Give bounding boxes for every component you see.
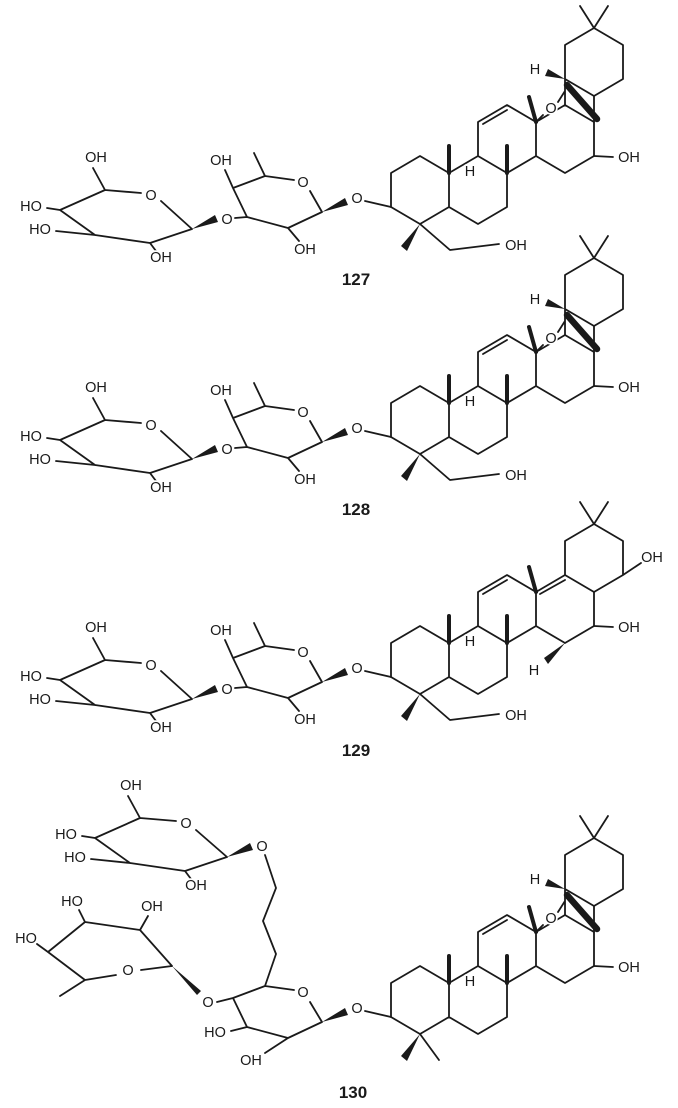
ring-oxygen-label: O xyxy=(122,963,133,979)
compound-127-sugars xyxy=(18,148,393,268)
compound-127-ring-e xyxy=(530,6,640,166)
atom-label-ho: HO xyxy=(64,850,86,866)
glycosidic-oxygen-label: O xyxy=(256,839,267,855)
compound-129-ring-e xyxy=(527,500,665,681)
compound-130-trisaccharide: OH HO HO OH O O OH HO HO O O O HO OH O xyxy=(13,776,392,1071)
atom-label-oh: OH xyxy=(185,878,207,894)
atom-label-oh: OH xyxy=(141,899,163,915)
compound-129-number: 129 xyxy=(342,741,370,760)
sugar-bonds xyxy=(36,795,392,1054)
compound-130-ring-e xyxy=(530,816,640,976)
compound-130-structure: OH HO HO OH O O OH HO HO O O O HO OH O 1… xyxy=(13,776,640,1102)
compound-128-rings xyxy=(389,325,596,456)
atom-label-ho: HO xyxy=(61,894,83,910)
compound-128-ring-e xyxy=(530,236,640,396)
compound-129-structure: 129 xyxy=(18,500,665,760)
atom-label-ho: HO xyxy=(204,1025,226,1041)
compound-128-structure: 128 xyxy=(18,236,640,519)
glycosidic-oxygen-label: O xyxy=(351,1001,362,1017)
glycosidic-oxygen-label: O xyxy=(202,995,213,1011)
atom-label-oh: OH xyxy=(120,778,142,794)
atom-label-oh: OH xyxy=(240,1053,262,1069)
compound-129-rings xyxy=(389,565,596,696)
compound-127-rings xyxy=(389,95,596,226)
anomeric-wedge-bonds xyxy=(172,843,348,1022)
compound-127-number: 127 xyxy=(342,270,370,289)
compound-128-c4-group xyxy=(399,452,529,486)
compound-127-structure: 127 xyxy=(18,6,640,289)
atom-label-ho: HO xyxy=(15,931,37,947)
ring-oxygen-label: O xyxy=(297,985,308,1001)
compound-128-number: 128 xyxy=(342,500,370,519)
compound-130-c4-group xyxy=(400,1033,440,1062)
compound-130-number: 130 xyxy=(339,1083,367,1102)
compound-129-sugars xyxy=(18,618,393,738)
compound-129-c4-group xyxy=(399,692,529,726)
compound-130-rings xyxy=(389,905,596,1036)
ring-oxygen-label: O xyxy=(180,816,191,832)
compound-127-c4-group xyxy=(399,222,529,256)
compound-128-sugars xyxy=(18,378,393,498)
atom-label-ho: HO xyxy=(55,827,77,843)
